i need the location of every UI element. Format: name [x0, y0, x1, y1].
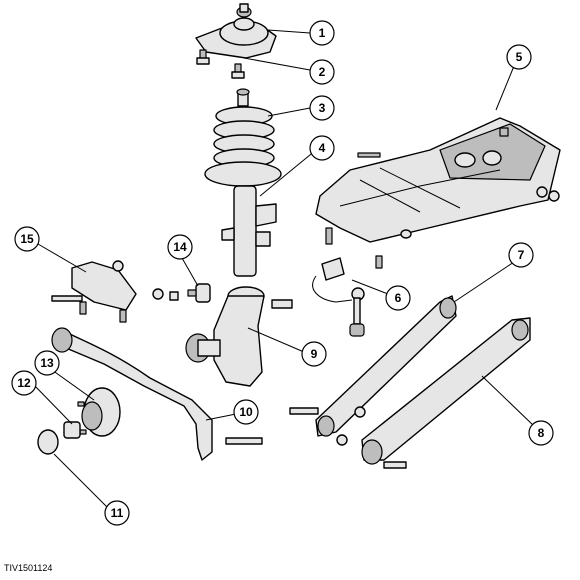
callout-number: 13: [40, 356, 54, 370]
callout-circle: [385, 285, 411, 311]
wheel-knuckle: [185, 286, 293, 387]
callout-13: 13: [34, 350, 60, 376]
callout-2: 2: [309, 59, 335, 85]
callout-number: 8: [538, 426, 545, 440]
callout-circle: [14, 226, 40, 252]
callout-circle: [11, 370, 37, 396]
callout-circle: [309, 59, 335, 85]
hub-nut: [63, 421, 81, 439]
rear-lateral-arm: [289, 295, 457, 446]
callout-circle: [528, 420, 554, 446]
rear-subframe: [315, 117, 561, 245]
leader-lines: [32, 29, 535, 509]
callout-3: 3: [309, 95, 335, 121]
strut-top-mount: [195, 3, 277, 59]
callout-circle: [104, 500, 130, 526]
callout-1: 1: [309, 20, 335, 46]
callout-circle: [309, 95, 335, 121]
callout-number: 3: [319, 101, 326, 115]
callout-number: 10: [239, 405, 253, 419]
callout-circle: [34, 350, 60, 376]
figure-code: TIV1501124: [4, 563, 53, 573]
mounting-bracket: [51, 260, 164, 323]
callout-8: 8: [528, 420, 554, 446]
trailing-arm: [51, 327, 263, 461]
callout-7: 7: [508, 242, 534, 268]
callout-circle: [167, 234, 193, 260]
callout-circle: [233, 399, 259, 425]
callout-number: 15: [20, 232, 34, 246]
callout-5: 5: [506, 44, 532, 70]
callout-6: 6: [385, 285, 411, 311]
callout-number: 14: [173, 240, 187, 254]
callout-circle: [309, 135, 335, 161]
shock-absorber: [221, 185, 277, 277]
callout-number: 6: [395, 291, 402, 305]
coil-spring: [204, 88, 282, 187]
lower-control-arm: [361, 317, 531, 469]
callout-10: 10: [233, 399, 259, 425]
dust-cap: [37, 429, 59, 455]
callout-number: 12: [17, 376, 31, 390]
wheel-hub: [77, 387, 121, 437]
callout-number: 5: [516, 50, 523, 64]
callout-9: 9: [301, 341, 327, 367]
abs-sensor: [169, 283, 211, 303]
callout-circle: [506, 44, 532, 70]
callout-number: 4: [319, 141, 326, 155]
callout-number: 7: [518, 248, 525, 262]
callout-number: 1: [319, 26, 326, 40]
callout-11: 11: [104, 500, 130, 526]
callout-number: 11: [111, 506, 124, 520]
callout-circle: [309, 20, 335, 46]
stabilizer-link: [312, 255, 383, 337]
callout-number: 2: [319, 65, 326, 79]
callout-number: 9: [311, 347, 318, 361]
callout-circle: [508, 242, 534, 268]
callout-circle: [301, 341, 327, 367]
callout-15: 15: [14, 226, 40, 252]
callout-14: 14: [167, 234, 193, 260]
callout-4: 4: [309, 135, 335, 161]
callout-12: 12: [11, 370, 37, 396]
mount-bolts: [196, 49, 245, 79]
